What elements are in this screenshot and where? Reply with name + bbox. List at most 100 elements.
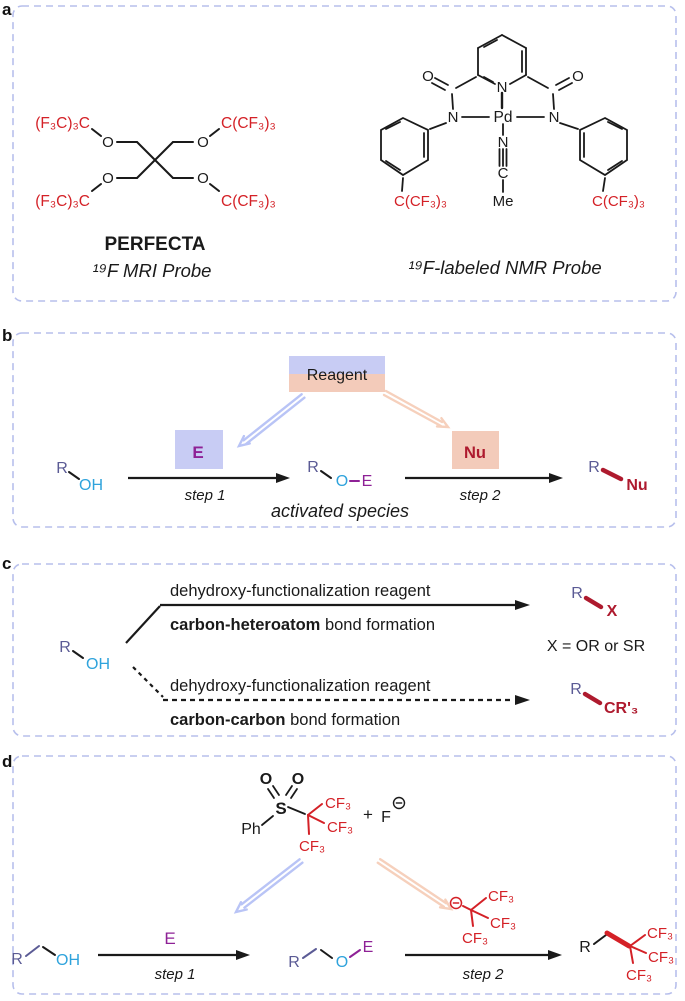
plus-sign: + [363, 805, 373, 824]
r-label: R [59, 639, 71, 656]
perfecta-o-bl: O [102, 170, 114, 187]
pd-n-left: N [448, 109, 459, 126]
r-label: R [11, 951, 23, 968]
arrow-step2: step 2 [405, 950, 562, 983]
r-label: R [307, 459, 319, 476]
panel-c-border [12, 563, 677, 737]
arrow-step1: E step 1 [98, 929, 250, 983]
arrow-step1: step 1 [128, 473, 290, 504]
rc-bond [25, 945, 40, 957]
perfecta-o-br: O [197, 170, 209, 187]
rnu-bond [600, 467, 624, 482]
panel-a-border [12, 5, 677, 302]
sulfone-reagent: Ph S O O CF₃ CF₃ CF₃ + F [241, 771, 406, 855]
reagent-box-bottom-half [289, 374, 385, 392]
perfecta-o-tl: O [102, 134, 114, 151]
panel-a: O O O O (F₃C)₃C C(CF₃)₃ (F₃C)₃C C(CF₃)₃ … [12, 5, 677, 302]
pd-o-left: O [422, 68, 434, 85]
nu-label: Nu [626, 477, 647, 494]
bottom-reagent-text: dehydroxy-functionalization reagent [170, 677, 431, 695]
pd-mecn-n: N [498, 134, 509, 151]
panel-c: R OH dehydroxy-functionalization reagent… [12, 563, 677, 737]
arrow-step2: step 2 [405, 473, 563, 504]
step2-label: step 2 [463, 966, 505, 983]
perfecta-structure: O O O O (F₃C)₃C C(CF₃)₃ (F₃C)₃C C(CF₃)₃ … [35, 115, 276, 281]
pd-cf3-right: C(CF₃)₃ [592, 193, 645, 210]
e-box [175, 430, 223, 469]
panel-d-border [12, 755, 677, 995]
e-label: E [363, 939, 374, 956]
panel-b-border [12, 332, 677, 528]
substrate-roh: R OH [59, 639, 110, 673]
panel-b-letter: b [2, 326, 13, 345]
cr3-label: CR'₃ [604, 700, 638, 717]
cf3-mid-label: CF₃ [648, 949, 674, 966]
cf3-top-label: CF₃ [325, 795, 351, 812]
cf3-top-label: CF₃ [488, 888, 514, 905]
fluoride-charge-icon [392, 796, 406, 810]
carbon-bond-text: carbon-carbon bond formation [170, 711, 400, 729]
perfecta-group-bl: (F₃C)₃C [35, 193, 90, 210]
cf3-bottom-label: CF₃ [462, 930, 488, 947]
e-label: E [362, 473, 373, 490]
panel-a-letter: a [2, 0, 12, 19]
roh-bond [68, 471, 80, 480]
cf3-bottom-label: CF₃ [626, 967, 652, 984]
hollow-arrow-blue [233, 858, 304, 914]
cf3-bottom-label: CF₃ [299, 838, 325, 855]
panel-c-letter: c [2, 554, 12, 573]
coh-bond [42, 946, 56, 956]
rc-bond [302, 948, 317, 959]
o-label: O [336, 473, 348, 490]
cf3-bonds [307, 803, 325, 835]
step1-label: step 1 [155, 966, 196, 983]
activated-species-rch2oe: R O E [288, 939, 373, 971]
perfecta-group-br: C(CF₃)₃ [221, 193, 276, 210]
r-label: R [56, 460, 68, 477]
pd-n-pyridine: N [497, 79, 508, 96]
substrate-roh: R OH [56, 460, 103, 494]
rx-bond [583, 595, 604, 610]
pd-mecn-me: Me [493, 193, 514, 210]
perfecta-bonds [91, 128, 220, 192]
activated-species-caption: activated species [271, 501, 409, 521]
o-left-label: O [260, 771, 272, 788]
step2-label: step 2 [460, 487, 502, 504]
nmr-probe-caption: ¹⁹F-labeled NMR Probe [408, 257, 601, 278]
r-label: R [571, 585, 583, 602]
cc-bold-bond [604, 930, 632, 949]
pd-complex-structure: O O N N N Pd N C Me C(CF₃)₃ C(CF₃)₃ ¹⁹F-… [380, 34, 645, 278]
perfecta-o-tr: O [197, 134, 209, 151]
ph-label: Ph [241, 821, 261, 838]
x-label: X [607, 603, 618, 620]
carbon-branch: dehydroxy-functionalization reagent carb… [132, 666, 530, 729]
r-label: R [288, 954, 300, 971]
x-definition: X = OR or SR [547, 638, 645, 655]
pd-mecn-c: C [498, 165, 509, 182]
cf3-mid-label: CF₃ [327, 819, 353, 836]
hollow-arrow-salmon [376, 858, 454, 911]
rc-bond [582, 691, 603, 706]
reagent-box-top-half [289, 356, 385, 374]
panel-d-letter: d [2, 752, 13, 771]
cf3-top-label: CF₃ [647, 925, 673, 942]
rc-bond [593, 934, 607, 945]
sulfone-bonds [261, 785, 306, 826]
fluoride-label: F [381, 809, 391, 826]
product-cf3-bonds [629, 934, 647, 964]
pd-o-right: O [572, 68, 584, 85]
o-right-label: O [292, 771, 304, 788]
product-rcr3: R CR'₃ [570, 681, 638, 717]
perfecta-caption: ¹⁹F MRI Probe [93, 260, 212, 281]
activated-species-roe: R O E [307, 459, 372, 490]
top-reagent-text: dehydroxy-functionalization reagent [170, 582, 431, 600]
oh-label: OH [79, 477, 103, 494]
carbanion-bonds [462, 897, 489, 927]
perfecta-group-tr: C(CF₃)₃ [221, 115, 276, 132]
product-rnu: R Nu [588, 459, 647, 494]
carbanion: CF₃ CF₃ CF₃ [449, 888, 516, 947]
nu-box-label: Nu [464, 444, 486, 462]
heteroatom-branch: dehydroxy-functionalization reagent carb… [125, 582, 530, 644]
hollow-arrow-blue [236, 393, 306, 448]
